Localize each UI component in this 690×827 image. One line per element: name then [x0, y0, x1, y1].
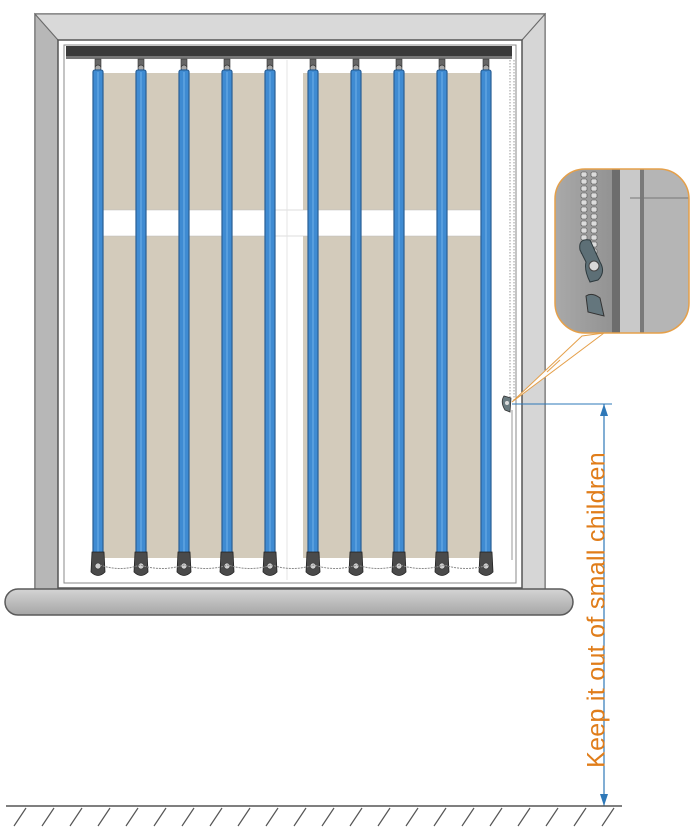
slat-10 [478, 58, 494, 576]
height-dimension [512, 403, 612, 806]
slat-2 [133, 58, 149, 576]
frame-bevel-left [34, 12, 59, 591]
zoom-chain [580, 171, 598, 255]
zoom-border [554, 168, 690, 334]
slat-9 [434, 58, 450, 576]
headrail [66, 46, 512, 59]
zoom-hook [579, 239, 604, 283]
dimension-arrow-top [600, 404, 608, 416]
slat-7 [348, 58, 364, 576]
slat-4 [219, 58, 235, 576]
ground-hatch-icon [13, 807, 615, 827]
slat-3 [176, 58, 192, 576]
safety-caption: Keep it out of small children [582, 452, 611, 768]
operating-cord [509, 60, 515, 560]
ground [6, 805, 622, 827]
frame-bevel-top [33, 13, 547, 41]
slat-5 [262, 58, 278, 576]
slat-8 [391, 58, 407, 576]
bottom-chain [99, 564, 489, 569]
slat-group [90, 58, 494, 576]
child-safety-tensioner-icon [501, 395, 512, 413]
zoom-connector [511, 332, 606, 403]
window-inner-edge [63, 44, 517, 584]
zoom-callout [554, 168, 690, 334]
frame-bevel-right [521, 12, 546, 591]
dimension-arrow-bottom [600, 794, 608, 806]
windowsill [4, 588, 574, 616]
slat-6 [305, 58, 321, 576]
window-transom [100, 209, 490, 237]
slat-1 [90, 58, 106, 576]
